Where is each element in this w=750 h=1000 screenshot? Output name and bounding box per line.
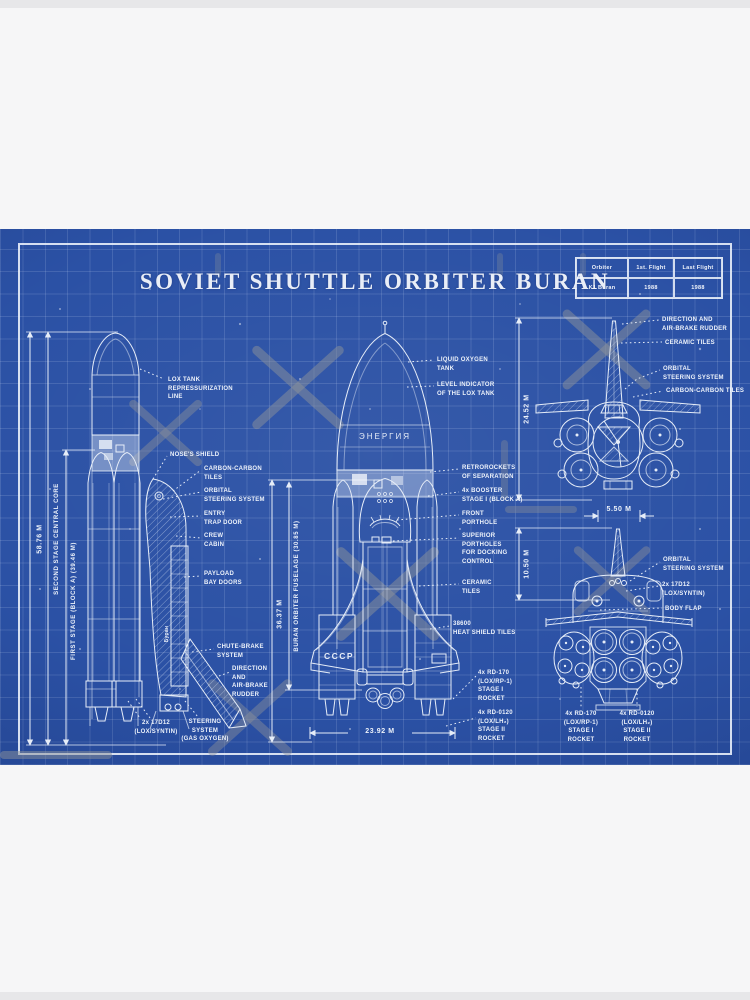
label-rear-orbital-steering-system: ORBITAL STEERING SYSTEM [663, 557, 724, 572]
label-front-porthole: FRONT PORTHOLE [462, 511, 498, 526]
label-rd-0120-stage-2: 4x RD-0120 (LOX/LH₂) STAGE II ROCKET [478, 710, 513, 743]
label-retrorockets-of-separation: RETROROCKETS OF SEPARATION [462, 465, 516, 480]
label-payload-bay-doors: PAYLOAD BAY DOORS [204, 571, 242, 586]
scratch-mark [501, 440, 508, 500]
dim-rear-width: 5.50 M [606, 506, 632, 513]
label-chute-brake-system: CHUTE-BRAKE SYSTEM [217, 644, 264, 659]
info-table: Orbiter 1st. Flight Last Flight K1 Buran… [575, 257, 723, 299]
label-heat-shield-tiles: 38600 HEAT SHIELD TILES [453, 621, 516, 636]
scratch-mark [497, 253, 503, 277]
info-table-cell-last-flight: 1988 [674, 278, 722, 298]
label-4x-booster-stage-1: 4x BOOSTER STAGE I (BLOCK A) [462, 488, 523, 503]
scratch-mark [0, 751, 112, 759]
hull-text-energia: ЭНЕРГИЯ [358, 432, 412, 441]
blueprint-border-frame [18, 243, 732, 755]
hull-text-cccp: CCCP [323, 651, 355, 661]
label-orbital-steering-system: ORBITAL STEERING SYSTEM [204, 488, 265, 503]
info-table-header-first-flight: 1st. Flight [628, 258, 674, 278]
poster-title: SOVIET SHUTTLE ORBITER BURAN [139, 269, 611, 294]
label-rear-body-flap: BODY FLAP [665, 606, 702, 612]
label-rear-rd-170-stage-1: 4x RD-170 (LOX/RP-1) STAGE I ROCKET [563, 711, 599, 744]
label-noses-shield: NOSE'S SHIELD [170, 452, 220, 458]
label-superior-portholes: SUPERIOR PORTHOLES FOR DOCKING CONTROL [462, 533, 508, 566]
label-lox-tank-repressurization-line: LOX TANK REPRESSURIZATION LINE [168, 377, 233, 401]
label-carbon-carbon-tiles: CARBON-CARBON TILES [204, 466, 262, 481]
label-2x-17d12: 2x 17D12 (LOX/SYNTIN) [134, 720, 178, 735]
label-crew-cabin: CREW CABIN [204, 533, 225, 548]
wall-edge-top [0, 0, 750, 8]
dim-fuselage-length: BURAN ORBITER FUSELAGE (30.85 M) [294, 520, 300, 652]
dim-first-stage: FIRST STAGE (BLOCK A) (39.46 M) [71, 542, 77, 660]
label-rear-rd-0120-stage-2: 4x RD-0120 (LOX/LH₂) STAGE II ROCKET [619, 711, 655, 744]
info-table-header-orbiter: Orbiter [576, 258, 628, 278]
label-front-ceramic-tiles: CERAMIC TILES [665, 340, 715, 346]
hull-text-buran: Буран [164, 625, 170, 643]
wall-edge-bottom [0, 992, 750, 1000]
label-steering-system-gas-oxygen: STEERING SYSTEM (GAS OXYGEN) [181, 719, 229, 743]
label-rear-2x-17d12: 2x 17D12 (LOX/SYNTIN) [662, 582, 705, 597]
label-rd-170-stage-1: 4x RD-170 (LOX/RP-1) STAGE I ROCKET [478, 670, 513, 703]
label-ceramic-tiles: CERAMIC TILES [462, 580, 492, 595]
info-table-cell-orbiter-name: K1 Buran [576, 278, 628, 298]
dim-second-stage: SECOND STAGE CENTRAL CORE [54, 483, 60, 595]
dim-total-height: 58.76 M [36, 524, 44, 554]
dim-orbiter-length: 36.37 M [276, 599, 284, 629]
label-front-direction-air-brake-rudder: DIRECTION AND AIR-BRAKE RUDDER [662, 317, 727, 332]
label-level-indicator-lox-tank: LEVEL INDICATOR OF THE LOX TANK [437, 382, 495, 397]
dim-front-height: 24.52 M [523, 394, 531, 424]
blueprint-poster: SOVIET SHUTTLE ORBITER BURAN Orbiter 1st… [0, 229, 750, 765]
dim-rear-height: 10.50 M [523, 549, 531, 579]
scratch-mark [215, 253, 221, 277]
label-front-carbon-carbon-tiles: CARBON-CARBON TILES [666, 388, 745, 394]
dim-wingspan: 23.92 M [365, 728, 395, 735]
info-table-header-last-flight: Last Flight [674, 258, 722, 278]
scratch-mark [505, 506, 577, 513]
scratch-mark [580, 253, 586, 277]
label-liquid-oxygen-tank: LIQUID OXYGEN TANK [437, 357, 488, 372]
label-front-orbital-steering-system: ORBITAL STEERING SYSTEM [663, 366, 724, 381]
info-table-cell-first-flight: 1988 [628, 278, 674, 298]
label-entry-trap-door: ENTRY TRAP DOOR [204, 511, 243, 526]
label-direction-air-brake-rudder: DIRECTION AND AIR-BRAKE RUDDER [232, 666, 268, 699]
